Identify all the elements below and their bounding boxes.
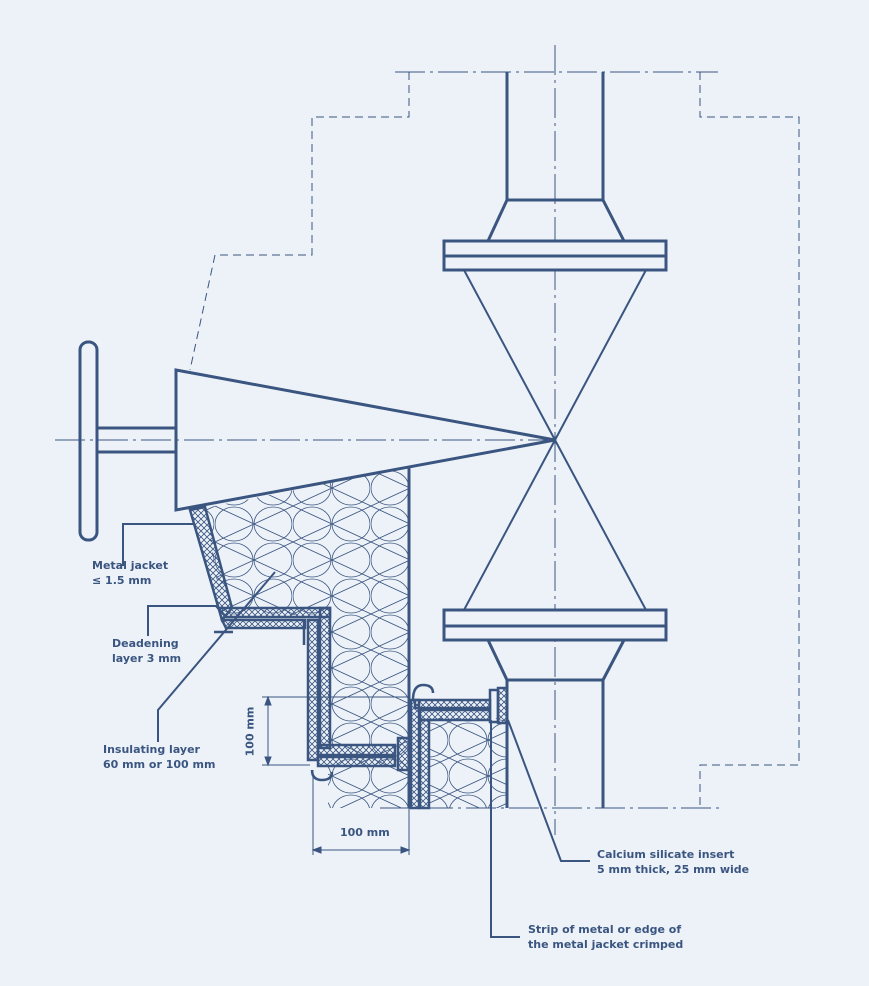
leader-metal-jacket (122, 523, 193, 566)
label-calcium-silicate: Calcium silicate insert 5 mm thick, 25 m… (597, 847, 749, 877)
label-line: Calcium silicate insert (597, 848, 735, 861)
label-strip: Strip of metal or edge of the metal jack… (528, 922, 683, 952)
label-deadening: Deadening layer 3 mm (112, 636, 181, 666)
label-line: ≤ 1.5 mm (92, 574, 152, 587)
leader-strip (490, 720, 520, 938)
dimension-vertical-label: 100 mm (243, 706, 257, 757)
dimension-lines (262, 695, 411, 855)
label-line: Insulating layer (103, 743, 200, 756)
leader-calcium (507, 719, 590, 862)
label-line: Deadening (112, 637, 179, 650)
dimension-horizontal-label: 100 mm (340, 826, 390, 839)
label-line: the metal jacket crimped (528, 938, 684, 951)
leader-lines (122, 523, 590, 938)
label-line: 5 mm thick, 25 mm wide (597, 863, 750, 876)
metal-jacket (188, 505, 509, 810)
insulation-layer (205, 467, 508, 808)
leader-deadening (147, 605, 218, 636)
label-line: 60 mm or 100 mm (103, 758, 216, 771)
dashed-enclosure-outline (189, 72, 800, 808)
label-metal-jacket: Metal jacket ≤ 1.5 mm (92, 558, 168, 588)
label-line: Metal jacket (92, 559, 169, 572)
leader-insulating (157, 571, 276, 742)
label-line: Strip of metal or edge of (528, 923, 682, 936)
label-insulating: Insulating layer 60 mm or 100 mm (103, 742, 215, 772)
label-line: layer 3 mm (112, 652, 182, 665)
valve-body (78, 72, 668, 808)
